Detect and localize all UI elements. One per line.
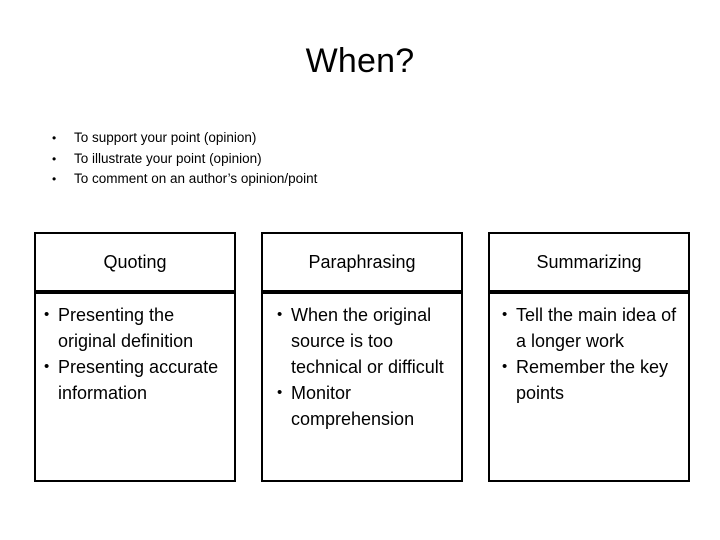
list-item-label: Presenting accurate information: [58, 357, 219, 403]
bullet-icon: •: [44, 306, 50, 323]
table-column-quoting: Quoting • Presenting the original defini…: [34, 232, 236, 482]
bullet-icon: •: [44, 358, 50, 375]
bullet-icon: •: [52, 131, 57, 145]
bullet-icon: •: [502, 358, 508, 375]
list-item: • Tell the main idea of a longer work: [502, 302, 682, 354]
table-body-cell: • Tell the main idea of a longer work • …: [488, 292, 690, 482]
list-item: • To illustrate your point (opinion): [52, 149, 612, 170]
list-item-label: To illustrate your point (opinion): [74, 150, 262, 166]
list-item-label: Presenting the original definition: [58, 305, 194, 351]
list-item: • Remember the key points: [502, 354, 682, 406]
table-column-summarizing: Summarizing • Tell the main idea of a lo…: [488, 232, 690, 482]
bullet-icon: •: [52, 151, 57, 166]
table-body-cell: • Presenting the original definition • P…: [34, 292, 236, 482]
list-item: • Presenting the original definition: [44, 302, 228, 354]
list-item: • Presenting accurate information: [44, 354, 228, 406]
page-title: When?: [305, 42, 415, 80]
table-body-cell: • When the original source is too techni…: [261, 292, 463, 482]
table-column-paraphrasing: Paraphrasing • When the original source …: [261, 232, 463, 482]
bullet-icon: •: [277, 384, 283, 401]
table-header-cell: Quoting: [34, 232, 236, 292]
list-item-label: When the original source is too technica…: [291, 305, 444, 377]
list-item: • Monitor comprehension: [277, 380, 455, 432]
list-item-label: Remember the key points: [516, 357, 669, 403]
bullet-icon: •: [502, 306, 508, 323]
list-item-label: To comment on an author’s opinion/point: [74, 171, 318, 186]
table-header-cell: Summarizing: [488, 232, 690, 292]
table-header-cell: Paraphrasing: [261, 232, 463, 292]
bullet-icon: •: [52, 172, 57, 186]
list-item: • To comment on an author’s opinion/poin…: [52, 169, 612, 190]
bullet-list: • To support your point (opinion) • To i…: [52, 128, 612, 190]
list-item: • To support your point (opinion): [52, 128, 612, 149]
list-item-label: Tell the main idea of a longer work: [516, 305, 677, 351]
list-item: • When the original source is too techni…: [277, 302, 455, 380]
comparison-table: Quoting • Presenting the original defini…: [34, 232, 690, 482]
bullet-icon: •: [277, 306, 283, 323]
list-item-label: Monitor comprehension: [291, 383, 415, 429]
list-item-label: To support your point (opinion): [74, 130, 257, 145]
